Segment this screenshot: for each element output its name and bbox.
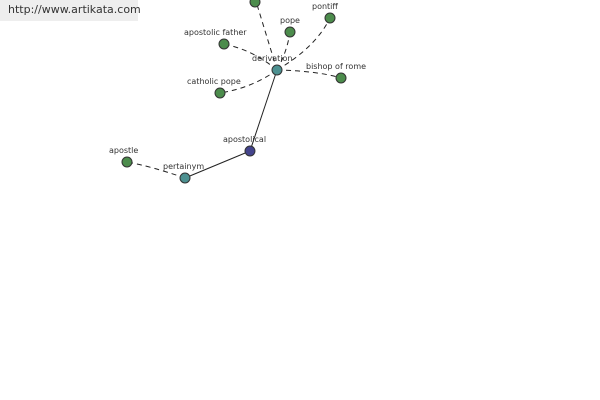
- edges-layer: [126, 0, 342, 179]
- node-pontiff[interactable]: [324, 12, 336, 24]
- node-pertainym[interactable]: [179, 172, 191, 184]
- nodes-layer: [121, 0, 347, 184]
- label-derivation[interactable]: derivation: [252, 54, 292, 63]
- node-apostle[interactable]: [121, 156, 133, 168]
- label-pertainym[interactable]: pertainym: [163, 162, 204, 171]
- label-apostolical[interactable]: apostolical: [223, 135, 266, 144]
- label-apostle[interactable]: apostle: [109, 146, 138, 155]
- node-pope[interactable]: [284, 26, 296, 38]
- edge-derivation-top-partial: [255, 0, 278, 71]
- node-apostolical[interactable]: [244, 145, 256, 157]
- edge-apostolical-pertainym: [184, 150, 251, 179]
- label-bishop-of-rome[interactable]: bishop of rome: [306, 62, 366, 71]
- edge-derivation-bishop-of-rome: [276, 69, 342, 79]
- labels-layer: pope pontiff apostolic father derivation…: [109, 2, 366, 171]
- node-derivation[interactable]: [271, 64, 283, 76]
- node-apostolic-father[interactable]: [218, 38, 230, 50]
- label-pope[interactable]: pope: [280, 16, 300, 25]
- edge-derivation-pontiff: [276, 17, 331, 71]
- node-catholic-pope[interactable]: [214, 87, 226, 99]
- label-apostolic-father[interactable]: apostolic father: [184, 28, 247, 37]
- label-pontiff[interactable]: pontiff: [312, 2, 338, 11]
- edge-derivation-pope: [276, 31, 291, 71]
- source-url[interactable]: http://www.artikata.com: [0, 0, 141, 21]
- label-catholic-pope[interactable]: catholic pope: [187, 77, 241, 86]
- node-bishop-of-rome[interactable]: [335, 72, 347, 84]
- node-top-partial[interactable]: [249, 0, 261, 8]
- edge-apostolical-derivation: [249, 69, 278, 152]
